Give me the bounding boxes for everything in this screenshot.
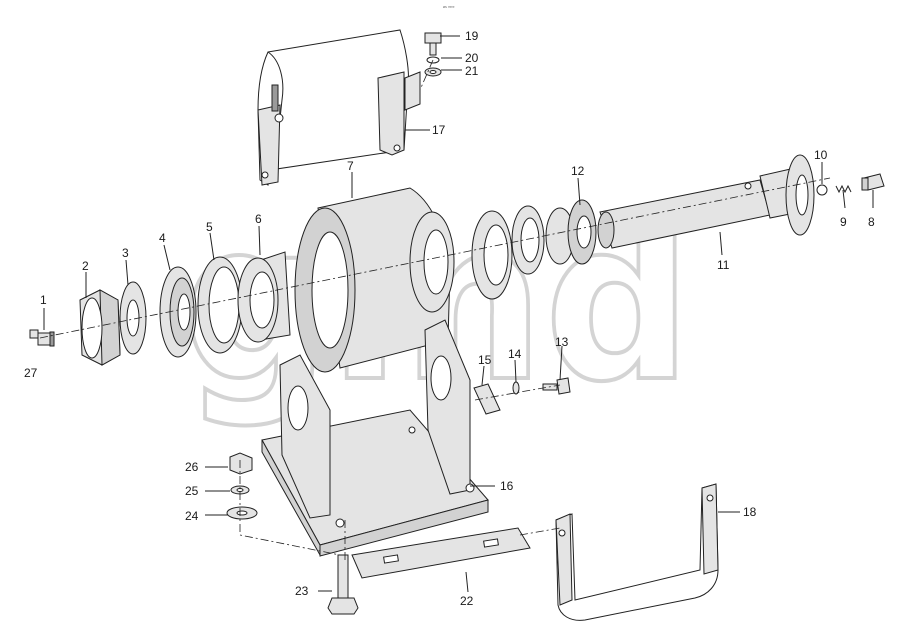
callout-12: 12 [571, 164, 585, 178]
callout-2: 2 [82, 259, 89, 273]
part-15-key [473, 383, 501, 415]
part-4-flange [159, 266, 197, 358]
part-17-top-guard [257, 29, 421, 186]
part-22-shim [351, 527, 531, 579]
parts-24-26-nut-washers [226, 452, 258, 520]
part-10-ball [816, 184, 828, 196]
callout-11: 11 [717, 258, 730, 272]
callout-23: 23 [295, 584, 309, 598]
callout-7: 7 [347, 159, 354, 173]
callout-27: 27 [24, 366, 38, 380]
callout-16: 16 [500, 479, 514, 493]
part-16-base-stand [261, 319, 489, 557]
callout-22: 22 [460, 594, 474, 608]
part-27-grease-nipple [29, 329, 55, 347]
callout-6: 6 [255, 212, 262, 226]
callout-19: 19 [465, 29, 479, 43]
leader-lines [39, 35, 874, 593]
callout-18: 18 [743, 505, 757, 519]
callout-4: 4 [159, 231, 166, 245]
callout-25: 25 [185, 484, 199, 498]
part-5-seal [197, 256, 243, 354]
callout-14: 14 [508, 347, 522, 361]
part-11-shaft [597, 154, 815, 249]
part-3-washer [119, 281, 147, 355]
callout-1: 1 [40, 293, 47, 307]
callout-10: 10 [814, 148, 828, 162]
callout-3: 3 [122, 246, 129, 260]
part-23-bolt [327, 554, 359, 615]
callout-8: 8 [868, 215, 875, 229]
part-8-plug [861, 173, 885, 191]
part-12-bearing-cap [471, 199, 597, 300]
callout-5: 5 [206, 220, 213, 234]
callout-labels: 1 2 3 4 5 6 7 8 9 10 11 12 13 14 15 16 1… [24, 29, 875, 608]
drawing-code: ᵂˢ ⁰⁰⁰⁰ [443, 5, 455, 10]
callout-9: 9 [840, 215, 847, 229]
part-18-lower-guard [555, 483, 719, 621]
callout-17: 17 [432, 123, 446, 137]
part-2-nut [79, 289, 121, 366]
part-9-spring [835, 184, 852, 194]
parts-19-21-top-fasteners [424, 32, 442, 77]
part-6-bearing [237, 251, 291, 343]
callout-15: 15 [478, 353, 492, 367]
callout-24: 24 [185, 509, 199, 523]
callout-13: 13 [555, 335, 569, 349]
callout-26: 26 [185, 460, 199, 474]
part-7-housing-drum [294, 187, 455, 373]
callout-20: 20 [465, 51, 479, 65]
callout-21: 21 [465, 64, 479, 78]
